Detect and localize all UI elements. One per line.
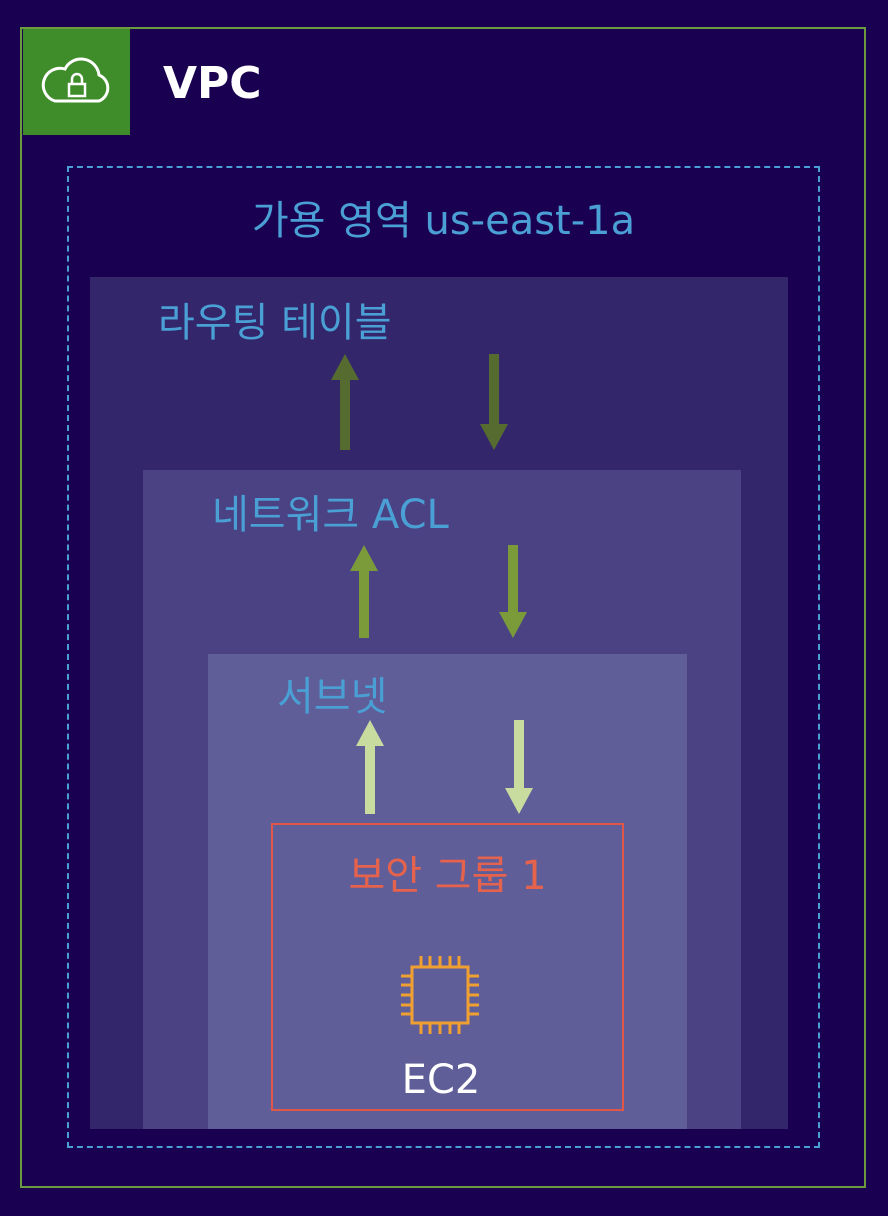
route-table-title: 라우팅 테이블 (158, 300, 392, 346)
vpc-title: VPC (163, 58, 262, 109)
acl-outbound-arrow (350, 545, 378, 638)
route-outbound-arrow (331, 354, 359, 450)
subnet-title: 서브넷 (277, 674, 388, 720)
route-inbound-arrow (480, 354, 508, 450)
subnet-inbound-arrow (505, 720, 533, 814)
security-group-boundary (271, 823, 624, 1111)
vpc-badge (23, 29, 130, 135)
ec2-label: EC2 (401, 1057, 481, 1103)
ec2-chip-icon (401, 956, 479, 1034)
cloud-lock-icon (41, 57, 110, 103)
subnet-layer (208, 654, 687, 1129)
subnet-outbound-arrow (356, 720, 384, 814)
network-acl-title: 네트워크 ACL (212, 492, 449, 538)
security-group-title: 보안 그룹 1 (348, 853, 547, 899)
vpc-boundary (20, 27, 866, 1188)
availability-zone-title: 가용 영역 us-east-1a (251, 198, 636, 244)
availability-zone-boundary (67, 166, 820, 1148)
acl-inbound-arrow (499, 545, 527, 638)
